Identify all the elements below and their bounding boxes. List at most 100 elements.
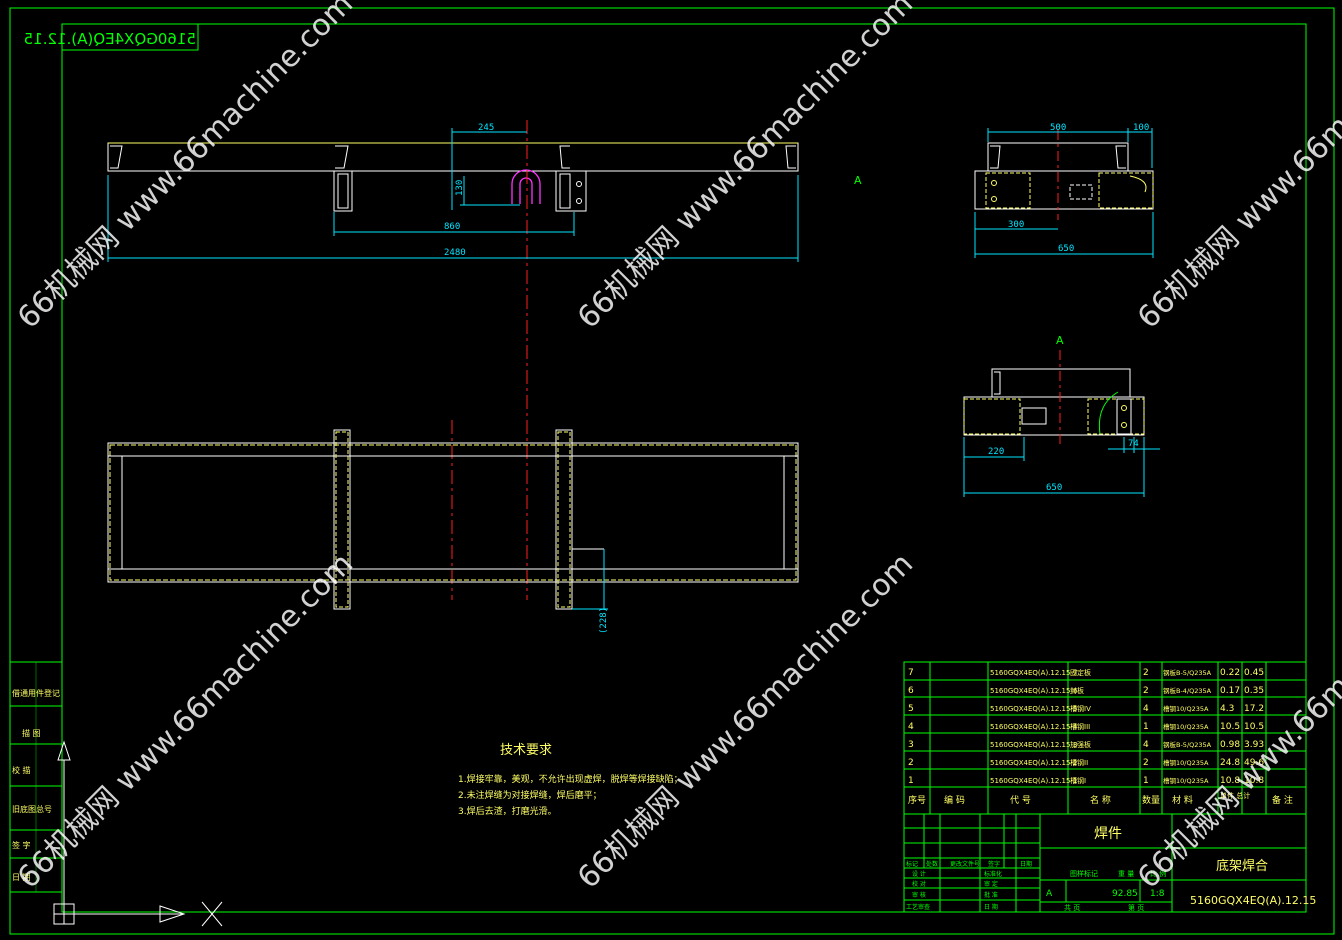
svg-text:日 期: 日 期	[984, 903, 998, 911]
dim-220: 220	[988, 447, 1004, 457]
svg-text:图样标记: 图样标记	[1070, 869, 1098, 878]
part-type: 焊件	[1094, 826, 1122, 842]
svg-text:序号: 序号	[908, 794, 926, 806]
bom-cell-mat: 槽钢10/Q235A	[1163, 704, 1209, 713]
svg-text:设 计: 设 计	[912, 870, 926, 878]
section-view-a	[963, 350, 1145, 445]
svg-text:编 码: 编 码	[944, 794, 965, 806]
svg-text:旧底图总号: 旧底图总号	[12, 804, 52, 814]
svg-text:重 量: 重 量	[1118, 870, 1134, 878]
bom-cell-w1: 0.17	[1220, 686, 1240, 696]
dim-74: 74	[1128, 439, 1139, 449]
front-view-dimensions: 245 130 860 2480	[107, 123, 799, 262]
left-record-strip: 借通用件登记 描 图 校 描 旧底图总号 签 字 日 期	[9, 661, 63, 893]
title-block	[903, 813, 1307, 913]
drawing-code-text: 5160GQX4EQ(A).12.15	[24, 30, 196, 48]
bom-cell-no: 1	[908, 776, 914, 786]
note-line-1: 1.焊接牢靠，美观，不允许出现虚焊，脱焊等焊接缺陷；	[458, 773, 683, 785]
svg-text:审 定: 审 定	[984, 880, 998, 888]
svg-text:共 页: 共 页	[1064, 903, 1080, 912]
view-label-a1: A	[854, 174, 862, 187]
bom-cell-code: 5160GQX4EQ(A).12.15-1	[990, 777, 1077, 785]
bom-cell-w1: 0.22	[1220, 668, 1240, 678]
bom-cell-no: 2	[908, 758, 914, 768]
bom-cell-mat: 钢板B-5/Q235A	[1163, 668, 1212, 677]
note-line-2: 2.未注焊缝为对接焊缝，焊后磨平；	[458, 789, 602, 801]
dim-100: 100	[1133, 123, 1149, 133]
svg-text:备 注: 备 注	[1272, 794, 1293, 806]
svg-text:数量: 数量	[1142, 794, 1160, 806]
bom-cell-mat: 槽钢10/Q235A	[1163, 722, 1209, 731]
bom-cell-code: 5160GQX4EQ(A).12.15-6	[990, 687, 1078, 695]
bom-cell-w1: 4.3	[1220, 704, 1234, 714]
bom-cell-qty: 1	[1143, 722, 1149, 732]
watermark-4: 66机械网 www.66machine.com	[11, 546, 360, 895]
bom-cell-w1: 10.5	[1220, 722, 1240, 732]
drawing-code-box	[61, 23, 199, 51]
svg-text:标记: 标记	[906, 860, 918, 868]
bom-cell-qty: 4	[1143, 704, 1149, 714]
ucs-axis-icon	[53, 740, 223, 927]
bom-cell-code: 5160GQX4EQ(A).12.15-2	[990, 759, 1077, 767]
bom-cell-no: 7	[908, 668, 914, 678]
watermark-5: 66机械网 www.66machine.com	[571, 546, 920, 895]
svg-text:日 期: 日 期	[12, 873, 31, 882]
bom-cell-code: 5160GQX4EQ(A).12.15-7	[990, 669, 1077, 677]
svg-text:单件 总计: 单件 总计	[1220, 791, 1250, 800]
view-label-a2: A	[1056, 334, 1064, 347]
bom-cell-name: 封板	[1070, 686, 1084, 695]
outer-frame	[9, 7, 1335, 935]
bom-cell-mat: 槽钢10/Q235A	[1163, 776, 1209, 785]
bom-cell-name: 加强板	[1070, 740, 1091, 749]
svg-text:日期: 日期	[1020, 860, 1032, 868]
dim-650-top: 650	[1058, 244, 1074, 254]
svg-text:材 料: 材 料	[1172, 794, 1193, 806]
bom-cell-mat: 槽钢10/Q235A	[1163, 758, 1209, 767]
svg-text:标准化: 标准化	[984, 870, 1002, 878]
bom-cell-w1: 0.98	[1220, 740, 1240, 750]
svg-text:A: A	[1046, 889, 1053, 899]
bom-cell-name: 固定板	[1070, 668, 1091, 677]
dim-2480: 2480	[444, 248, 466, 258]
svg-text:签字: 签字	[988, 860, 1000, 868]
svg-text:代 号: 代 号	[1010, 795, 1031, 806]
bom-cell-code: 5160GQX4EQ(A).12.15-4	[990, 723, 1078, 731]
bom-table	[903, 661, 1307, 815]
inner-frame	[61, 23, 1307, 913]
bom-cell-name: 槽钢IV	[1070, 704, 1091, 713]
bom-cell-name: 槽钢III	[1070, 722, 1090, 731]
bom-cell-code: 5160GQX4EQ(A).12.15-5	[990, 705, 1077, 713]
bom-cell-w2: 3.93	[1244, 740, 1264, 750]
front-view	[107, 120, 799, 600]
drawing-number: 5160GQX4EQ(A).12.15	[1190, 894, 1316, 907]
svg-text:处数: 处数	[926, 860, 938, 868]
bom-cell-w1: 24.8	[1220, 758, 1240, 768]
svg-text:描 图: 描 图	[22, 728, 41, 738]
svg-text:签 字: 签 字	[12, 840, 31, 850]
bom-cell-code: 5160GQX4EQ(A).12.15-3	[990, 741, 1077, 749]
svg-text:工艺审查: 工艺审查	[906, 903, 930, 911]
bom-cell-w1: 10.8	[1220, 776, 1240, 786]
watermark-3: 66机械网 www.66machine.com	[1131, 0, 1342, 336]
dim-500: 500	[1050, 123, 1066, 133]
bom-cell-w2: 0.35	[1244, 686, 1264, 696]
dim-650-bot: 650	[1046, 483, 1062, 493]
bom-cell-no: 6	[908, 686, 914, 696]
bom-cell-qty: 4	[1143, 740, 1149, 750]
title-block-text: 焊件 底架焊合 5160GQX4EQ(A).12.15 图样标记 重 量 比 例…	[906, 826, 1316, 912]
dim-130: 130	[455, 180, 465, 196]
svg-text:批 准: 批 准	[984, 891, 998, 899]
bom-cell-no: 5	[908, 704, 914, 714]
note-line-3: 3.焊后去渣，打磨光滑。	[458, 805, 557, 817]
bom-cell-w2: 0.45	[1244, 668, 1264, 678]
dim-300: 300	[1008, 220, 1024, 230]
dim-228: (228)	[599, 607, 609, 634]
